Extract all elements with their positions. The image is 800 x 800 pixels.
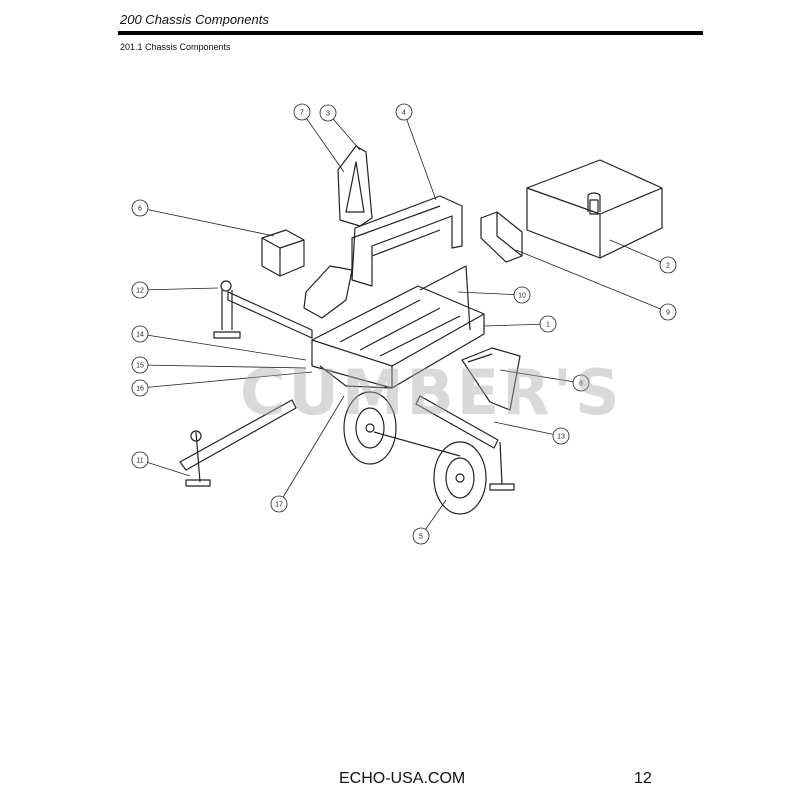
svg-text:7: 7: [300, 110, 304, 117]
callout-12: 12: [131, 281, 149, 299]
page-number: 12: [634, 770, 652, 787]
front-tongue-part: [415, 395, 515, 491]
fuel-tank-part: [526, 159, 663, 259]
svg-text:15: 15: [136, 363, 144, 370]
svg-text:9: 9: [666, 310, 670, 317]
svg-text:11: 11: [136, 458, 143, 465]
mounting-bracket-part: [480, 211, 523, 263]
callout-4: 4: [395, 103, 413, 121]
section-subtitle: 201.1 Chassis Components: [120, 42, 231, 52]
callout-1: 1: [539, 315, 557, 333]
main-chassis-part: [311, 265, 485, 389]
svg-text:17: 17: [275, 502, 283, 509]
svg-text:14: 14: [136, 332, 144, 339]
svg-text:1: 1: [546, 322, 550, 329]
svg-text:5: 5: [419, 534, 423, 541]
callout-6: 6: [131, 199, 149, 217]
svg-text:8: 8: [579, 381, 583, 388]
watermark: CUMBER'S: [240, 356, 623, 429]
battery-box-part: [261, 229, 305, 277]
svg-text:10: 10: [518, 293, 526, 300]
tongue-part: [179, 399, 297, 487]
callout-8: 8: [572, 374, 590, 392]
callout-16: 16: [131, 379, 149, 397]
callout-5: 5: [412, 527, 430, 545]
callout-10: 10: [513, 286, 531, 304]
leader-lines: [139, 111, 669, 537]
header-rule: [118, 31, 703, 35]
callout-14: 14: [131, 325, 149, 343]
svg-text:2: 2: [666, 263, 670, 270]
callout-13: 13: [552, 427, 570, 445]
callout-15: 15: [131, 356, 149, 374]
page-title: 200 Chassis Components: [120, 12, 269, 27]
rear-frame-part: [351, 195, 463, 287]
svg-text:12: 12: [136, 288, 144, 295]
callout-11: 11: [131, 451, 149, 469]
callout-3: 3: [319, 104, 337, 122]
svg-text:6: 6: [138, 206, 142, 213]
callout-7: 7: [293, 103, 311, 121]
svg-text:4: 4: [402, 110, 406, 117]
svg-text:16: 16: [136, 386, 144, 393]
footer-url: ECHO-USA.COM: [339, 770, 466, 787]
rear-jack-stand-part: [213, 280, 313, 339]
svg-text:3: 3: [326, 111, 330, 118]
right-fender-part: [461, 347, 521, 411]
axle-wheels-part: [343, 391, 487, 515]
svg-text:13: 13: [557, 434, 565, 441]
mast-support-part: [337, 145, 373, 227]
callout-9: 9: [659, 303, 677, 321]
callout-2: 2: [659, 256, 677, 274]
left-fender-part: [303, 265, 353, 319]
callout-17: 17: [270, 495, 288, 513]
